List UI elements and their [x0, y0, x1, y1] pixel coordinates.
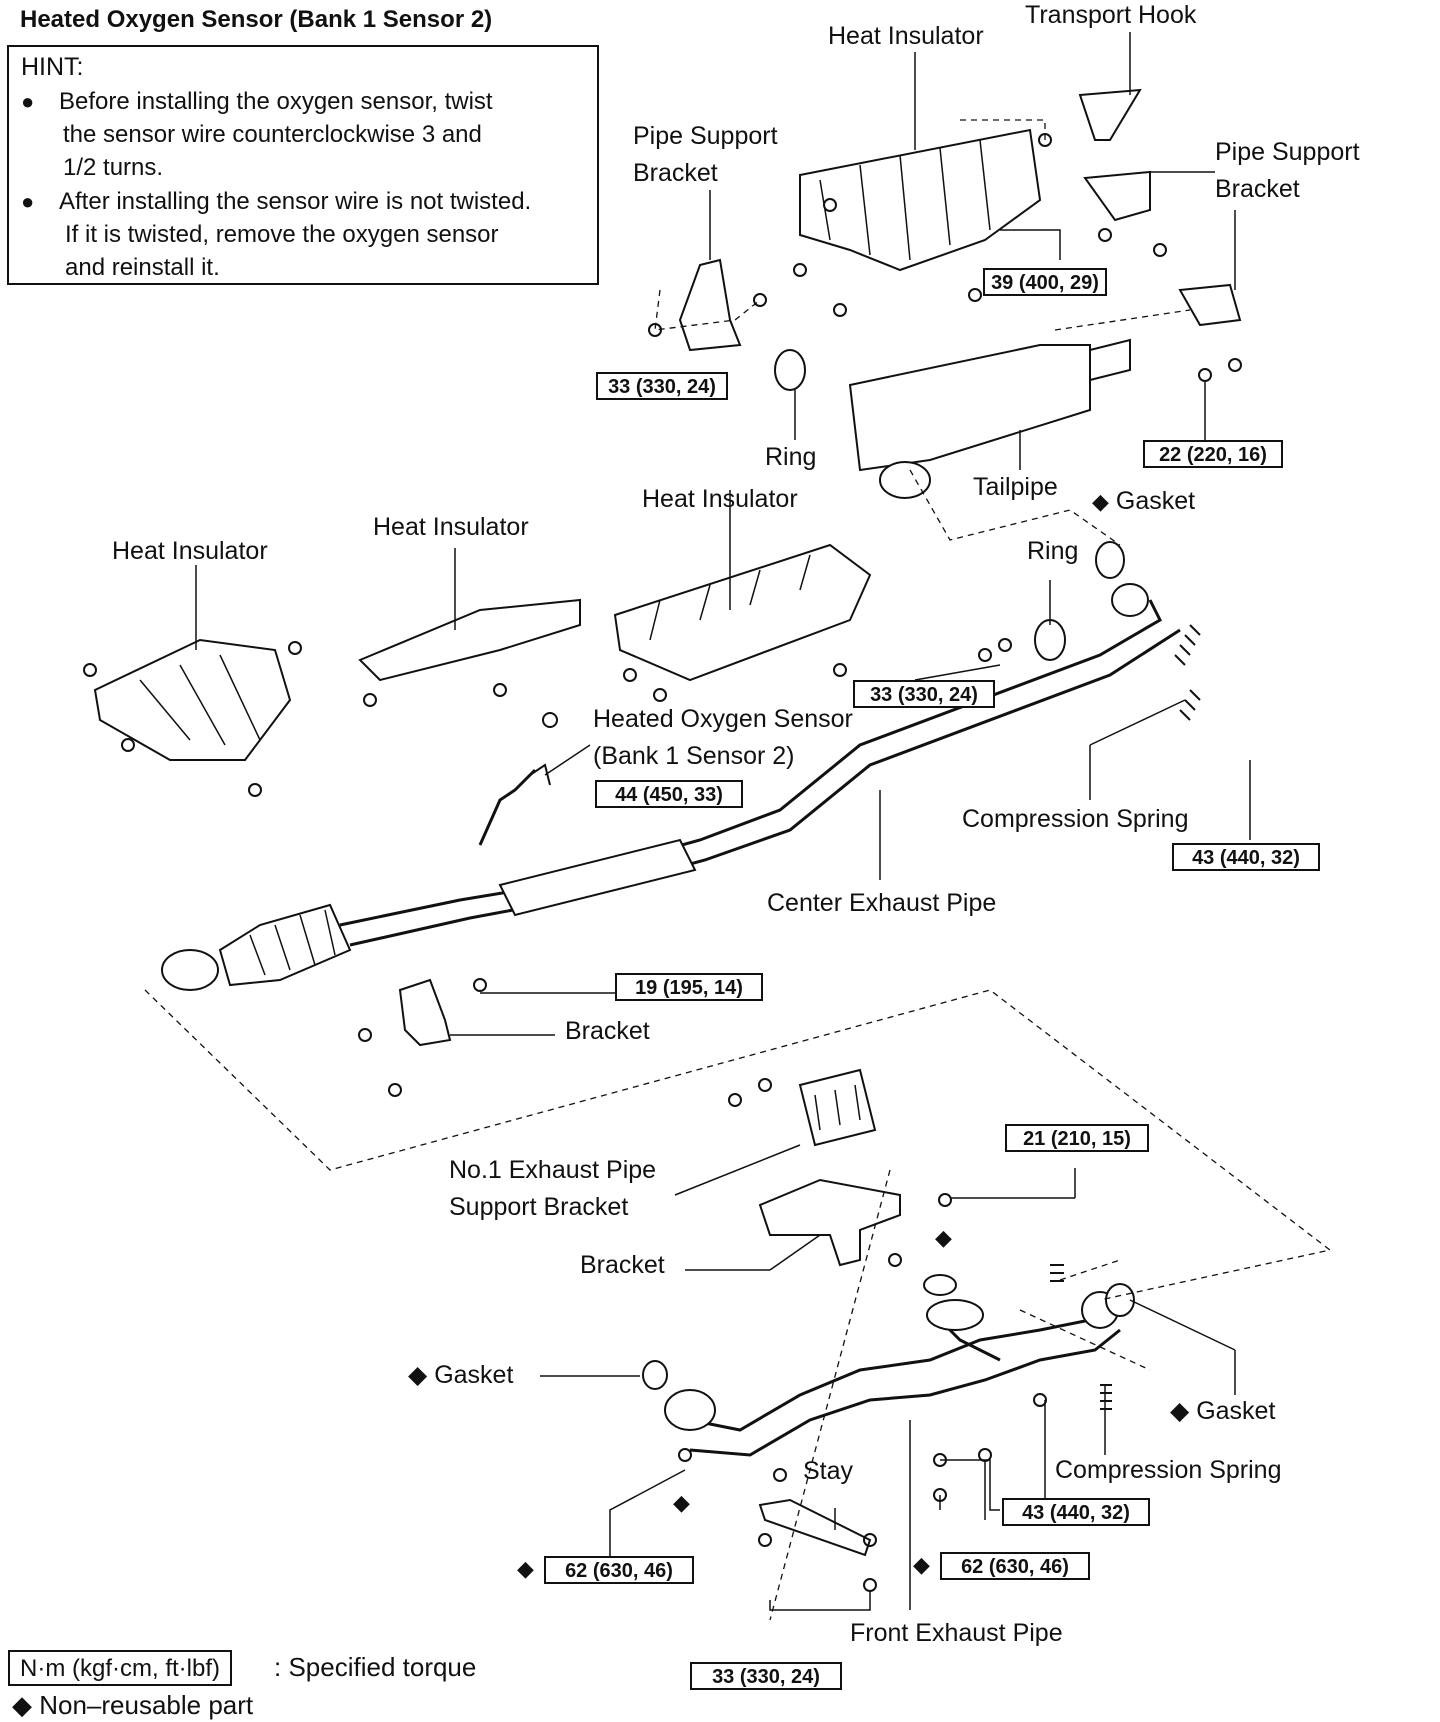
hint-bullet-2: ● After installing the sensor wire is no…: [21, 185, 532, 284]
nonreusable-icon: ◆: [913, 1552, 930, 1577]
label-line: Support Bracket: [449, 1193, 629, 1221]
ho2-sensor-shape: [478, 768, 537, 846]
label-ho2-sensor: Heated Oxygen Sensor (Bank 1 Sensor 2): [593, 701, 853, 775]
label-transport-hook: Transport Hook: [1025, 1, 1197, 29]
label-gasket-left: ◆ Gasket: [408, 1360, 513, 1390]
nonreusable-icon: ◆: [1170, 1397, 1190, 1425]
torque-spec-22: 22 (220, 16): [1143, 440, 1283, 468]
hint-bullet-2-line-1: After installing the sensor wire is not …: [59, 188, 532, 215]
label-pipe-support-bracket-right: Pipe Support Bracket: [1215, 134, 1360, 208]
bracket-lower-shape: [758, 1178, 901, 1267]
hint-box: HINT: ● Before installing the oxygen sen…: [7, 45, 599, 285]
label-heat-insulator-left-mid: Heat Insulator: [373, 513, 529, 541]
label-compression-spring-bottom: Compression Spring: [1055, 1456, 1282, 1484]
torque-spec-62-left: 62 (630, 46): [544, 1556, 694, 1584]
label-heat-insulator-left: Heat Insulator: [112, 537, 268, 565]
page-title: Heated Oxygen Sensor (Bank 1 Sensor 2): [20, 6, 493, 33]
compression-spring-top2-shape: [1179, 689, 1201, 721]
heat-insulator-left-mid-shape: [358, 598, 581, 682]
label-heat-insulator-mid: Heat Insulator: [642, 485, 798, 513]
nonreusable-icon: ◆: [935, 1225, 952, 1250]
label-no1-support-bracket: No.1 Exhaust Pipe Support Bracket: [449, 1152, 656, 1226]
label-line: Heated Oxygen Sensor: [593, 705, 853, 733]
center-exhaust-pipe-shape: [339, 599, 1162, 927]
hint-bullet-1: ● Before installing the oxygen sensor, t…: [21, 85, 493, 184]
nonreusable-icon: ◆: [517, 1556, 534, 1581]
label-pipe-support-bracket-left: Pipe Support Bracket: [633, 118, 778, 192]
label-line: (Bank 1 Sensor 2): [593, 742, 795, 770]
torque-spec-19: 19 (195, 14): [615, 973, 763, 1001]
label-line: Pipe Support: [1215, 138, 1360, 166]
label-line: Pipe Support: [633, 122, 778, 150]
label-ring-top: Ring: [765, 443, 817, 471]
heat-insulator-mid-shape: [613, 543, 872, 682]
bolt-marks: [83, 133, 1242, 1592]
torque-spec-21: 21 (210, 15): [1005, 1124, 1149, 1152]
hint-bullet-2-line-2: If it is twisted, remove the oxygen sens…: [65, 221, 499, 248]
ring-mid-shape: [1034, 619, 1066, 661]
catalytic-converter-shape: [218, 903, 352, 987]
torque-spec-33-bottom: 33 (330, 24): [690, 1662, 842, 1690]
nonreusable-icon: ◆: [408, 1361, 428, 1389]
label-stay: Stay: [803, 1457, 854, 1485]
label-text: Gasket: [1196, 1397, 1276, 1425]
stay-shape: [758, 1498, 872, 1557]
legend-specified-torque: : Specified torque: [274, 1652, 477, 1682]
label-bracket-lower: Bracket: [580, 1251, 665, 1279]
nonreusable-icon: ◆: [673, 1490, 690, 1515]
torque-spec-33-mid: 33 (330, 24): [853, 680, 995, 708]
pipe-support-bracket-right-shape: [1083, 170, 1151, 222]
bullet-icon: ●: [21, 189, 35, 214]
label-gasket-top: ◆ Gasket: [1092, 486, 1195, 517]
label-line: Bracket: [1215, 175, 1300, 203]
front-exhaust-pipe-shape: [689, 1298, 1112, 1432]
legend-unit-box: N·m (kgf·cm, ft·lbf): [8, 1650, 232, 1686]
tailpipe-shape: [848, 344, 1091, 472]
label-text: Gasket: [434, 1361, 514, 1389]
gasket-left-shape: [642, 1360, 668, 1390]
gasket-right-shape: [1105, 1283, 1135, 1317]
hint-bullet-1-line-3: 1/2 turns.: [63, 154, 164, 181]
bullet-icon: ●: [21, 89, 35, 114]
heat-insulator-left-shape: [93, 638, 292, 761]
bracket-mid-shape: [398, 978, 452, 1047]
heat-insulator-top-shape: [799, 128, 1042, 272]
torque-spec-44: 44 (450, 33): [595, 780, 743, 808]
nonreusable-icon: ◆: [1092, 489, 1109, 514]
label-line: Bracket: [633, 159, 718, 187]
label-text: Gasket: [1115, 487, 1196, 515]
torque-spec-33-top: 33 (330, 24): [596, 372, 728, 400]
compression-spring-bottom-shape: [1100, 1384, 1112, 1410]
legend-nonreusable: ◆ Non–reusable part: [12, 1690, 254, 1720]
torque-spec-43-top: 43 (440, 32): [1172, 843, 1320, 871]
hint-bullet-1-line-1: Before installing the oxygen sensor, twi…: [59, 88, 493, 115]
torque-spec-39: 39 (400, 29): [983, 268, 1107, 296]
torque-spec-62-right: 62 (630, 46): [940, 1552, 1090, 1580]
label-heat-insulator-top: Heat Insulator: [828, 22, 984, 50]
transport-hook-shape: [1078, 88, 1142, 141]
resonator-shape: [498, 838, 697, 917]
hint-heading: HINT:: [21, 53, 84, 81]
label-compression-spring-top: Compression Spring: [962, 805, 1189, 833]
label-bracket-mid: Bracket: [565, 1017, 650, 1045]
label-gasket-right: ◆ Gasket: [1170, 1396, 1275, 1426]
label-line: No.1 Exhaust Pipe: [449, 1156, 657, 1184]
pipe-support-bracket-left-shape: [678, 258, 742, 352]
label-ring-mid: Ring: [1027, 537, 1079, 565]
label-tailpipe: Tailpipe: [973, 473, 1058, 501]
label-center-exhaust-pipe: Center Exhaust Pipe: [767, 889, 997, 917]
hint-bullet-1-line-2: the sensor wire counterclockwise 3 and: [63, 121, 482, 148]
label-front-exhaust-pipe: Front Exhaust Pipe: [850, 1619, 1063, 1647]
compression-spring-top-shape: [1174, 624, 1201, 666]
torque-spec-43-bottom: 43 (440, 32): [1002, 1498, 1150, 1526]
ring-top-shape: [774, 349, 806, 391]
pipe-support-bracket-right2-shape: [1178, 283, 1242, 327]
gasket-top-shape: [1095, 541, 1125, 579]
hint-bullet-2-line-3: and reinstall it.: [65, 254, 220, 281]
